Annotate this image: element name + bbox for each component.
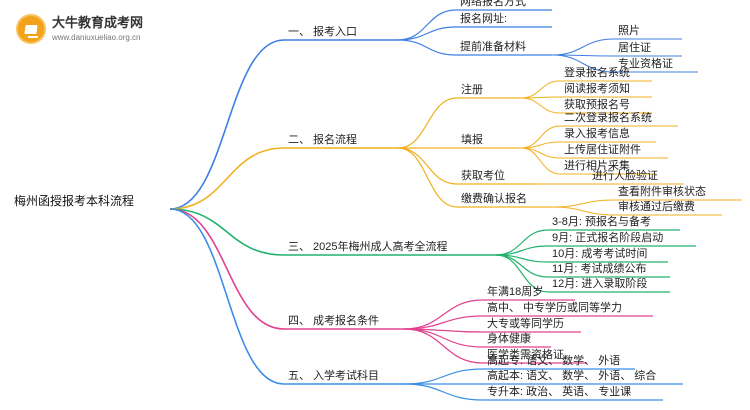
- b2-pay: 缴费确认报名: [461, 193, 527, 205]
- b3-item-5: 12月: 进入录取阶段: [552, 278, 648, 290]
- b3-item-3: 10月: 成考考试时间: [552, 248, 648, 260]
- connector-curve: [520, 147, 561, 175]
- connector-curve: [169, 208, 285, 385]
- connector-curve: [403, 328, 484, 364]
- b5-item-2: 高起本: 语文、 数学、 外语、 综合: [487, 370, 657, 382]
- branch-2-node: 二、 报名流程: [288, 134, 358, 146]
- connector-curve: [552, 206, 615, 216]
- root-node: 梅州函授报考本科流程: [14, 194, 135, 208]
- connector-curve: [397, 97, 458, 149]
- logo-url: www.daniuxueliao.org.cn: [52, 33, 141, 42]
- connector-curve: [169, 208, 285, 256]
- site-logo: 大牛教育成考网 www.daniuxueliao.org.cn: [16, 14, 216, 48]
- connector-curve: [403, 368, 484, 385]
- b1-item-3-3: 专业资格证: [618, 58, 673, 70]
- branch-5-node: 五、 入学考试科目: [288, 370, 380, 382]
- b2-fill-1: 二次登录报名系统: [564, 112, 652, 124]
- connector-curve: [397, 9, 457, 41]
- connector-curve: [520, 80, 561, 99]
- branch-1-node: 一、 报考入口: [288, 26, 358, 38]
- book-logo-icon: [16, 14, 46, 44]
- connector-curve: [403, 315, 484, 330]
- connector-curve: [495, 254, 549, 293]
- b2-fill-2: 录入报考信息: [564, 128, 630, 140]
- connector-curve: [169, 208, 285, 330]
- b4-item-4: 身体健康: [487, 333, 531, 345]
- branch-3-node: 三、 2025年梅州成人高考全流程: [288, 241, 448, 253]
- b1-item-3-2: 居住证: [618, 42, 651, 54]
- b3-item-2: 9月: 正式报名阶段启动: [552, 232, 664, 244]
- connector-curve: [403, 299, 484, 330]
- b4-item-5: 医学类需资格证: [487, 349, 564, 361]
- b2-pay-2: 审核通过后缴费: [618, 201, 695, 213]
- b1-item-3: 提前准备材料: [460, 41, 526, 53]
- connector-curve: [551, 54, 615, 73]
- b2-fill-4: 进行相片采集: [564, 160, 630, 172]
- connector-curve: [495, 229, 549, 256]
- b5-item-3: 专升本: 政治、 英语、 专业课: [487, 386, 632, 398]
- b3-item-1: 3-8月: 预报名与备考: [552, 216, 652, 228]
- connector-curve: [552, 199, 615, 208]
- connector-curve: [397, 147, 458, 185]
- b3-item-4: 11月: 考试成绩公布: [552, 263, 647, 275]
- b5-item-1: 高起专: 语文、 数学、 外语: [487, 355, 621, 367]
- b1-item-2: 报名网址:: [460, 13, 508, 25]
- connector-curve: [551, 38, 615, 56]
- connector-curve: [520, 147, 561, 159]
- branch-4-node: 四、 成考报名条件: [288, 315, 380, 327]
- b2-fill-3: 上传居住证附件: [564, 144, 641, 156]
- b2-register: 注册: [461, 84, 483, 96]
- connector-curve: [169, 147, 285, 210]
- b4-item-1: 年满18周岁: [487, 286, 544, 298]
- b4-item-2: 高中、 中专学历或同等学力: [487, 302, 623, 314]
- b2-register-1: 登录报名系统: [564, 67, 630, 79]
- b2-register-3: 获取预报名号: [564, 99, 630, 111]
- logo-title: 大牛教育成考网: [52, 15, 144, 30]
- b2-fill: 填报: [461, 134, 483, 146]
- b2-register-2: 阅读报考须知: [564, 83, 630, 95]
- b4-item-3: 大专或等同学历: [487, 318, 564, 330]
- connector-curve: [169, 39, 285, 210]
- connector-curve: [403, 383, 484, 401]
- connector-curve: [397, 147, 458, 208]
- b2-seat: 获取考位: [461, 170, 505, 182]
- b2-seat-1: 进行人脸验证: [592, 170, 658, 182]
- connector-curve: [397, 26, 457, 41]
- b1-item-3-1: 照片: [618, 25, 640, 37]
- connector-curve: [520, 97, 561, 114]
- b1-item-1: 网络报名方式: [460, 0, 526, 8]
- connector-curve: [397, 39, 457, 56]
- b2-pay-1: 查看附件审核状态: [618, 186, 706, 198]
